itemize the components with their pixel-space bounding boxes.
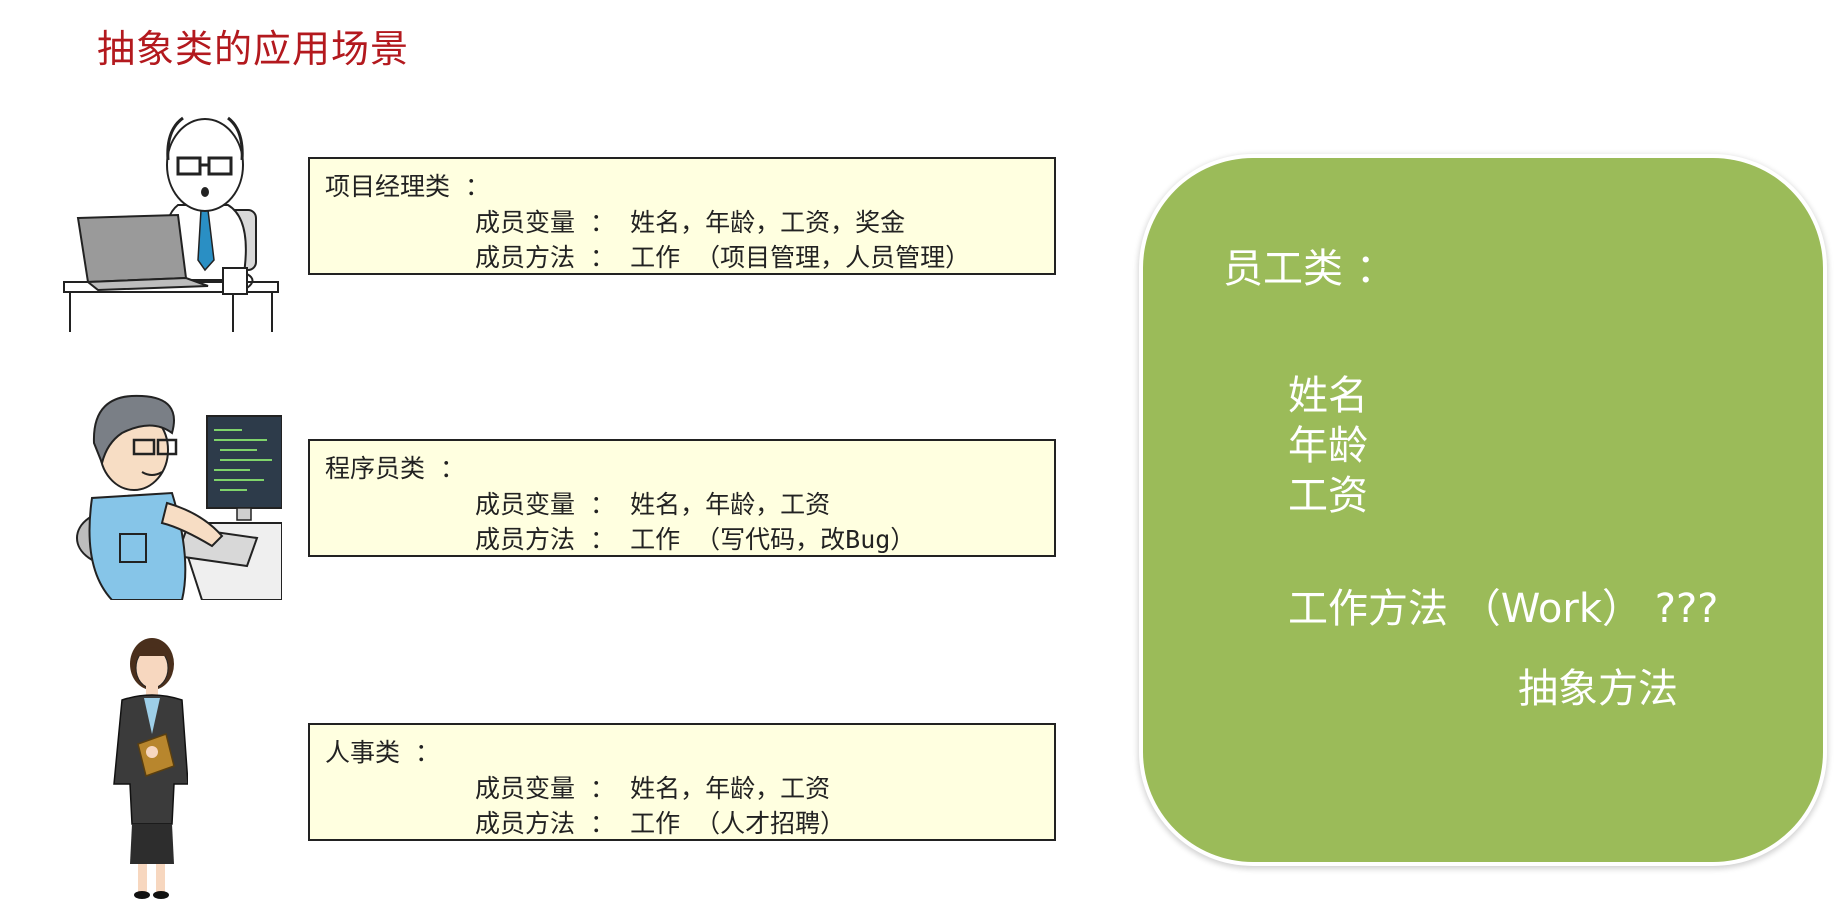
hr-class-box: 人事类 ： 成员变量 ： 姓名，年龄，工资 成员方法 ： 工作 （人才招聘） — [308, 723, 1056, 841]
member-methods: 成员方法 ： 工作 （写代码，改Bug） — [475, 525, 916, 554]
member-methods: 成员方法 ： 工作 （项目管理，人员管理） — [475, 243, 971, 272]
employee-field: 年龄 — [1288, 423, 1368, 469]
employee-field: 工资 — [1288, 473, 1368, 519]
employee-class-panel: 员工类 ： 姓名 年龄 工资 工作方法 （Work） ??? 抽象方法 — [1143, 158, 1823, 862]
member-variables: 成员变量 ： 姓名，年龄，工资 — [475, 490, 831, 519]
class-name: 程序员类 ： — [325, 454, 466, 483]
employee-field: 姓名 — [1288, 373, 1368, 419]
member-variables: 成员变量 ： 姓名，年龄，工资 — [475, 774, 831, 803]
class-name: 项目经理类 ： — [325, 172, 491, 201]
work-method: 工作方法 （Work） ??? — [1288, 586, 1719, 632]
programmer-illustration — [76, 394, 282, 600]
member-variables: 成员变量 ： 姓名，年龄，工资，奖金 — [475, 208, 906, 237]
page-title: 抽象类的应用场景 — [97, 27, 410, 71]
abstract-method-note: 抽象方法 — [1518, 666, 1678, 712]
project-manager-class-box: 项目经理类 ： 成员变量 ： 姓名，年龄，工资，奖金 成员方法 ： 工作 （项目… — [308, 157, 1056, 275]
project-manager-illustration — [63, 116, 279, 332]
hr-staff-illustration — [113, 638, 188, 899]
class-name: 人事类 ： — [325, 738, 441, 767]
employee-heading: 员工类 ： — [1223, 246, 1396, 292]
programmer-class-box: 程序员类 ： 成员变量 ： 姓名，年龄，工资 成员方法 ： 工作 （写代码，改B… — [308, 439, 1056, 557]
member-methods: 成员方法 ： 工作 （人才招聘） — [475, 809, 846, 838]
